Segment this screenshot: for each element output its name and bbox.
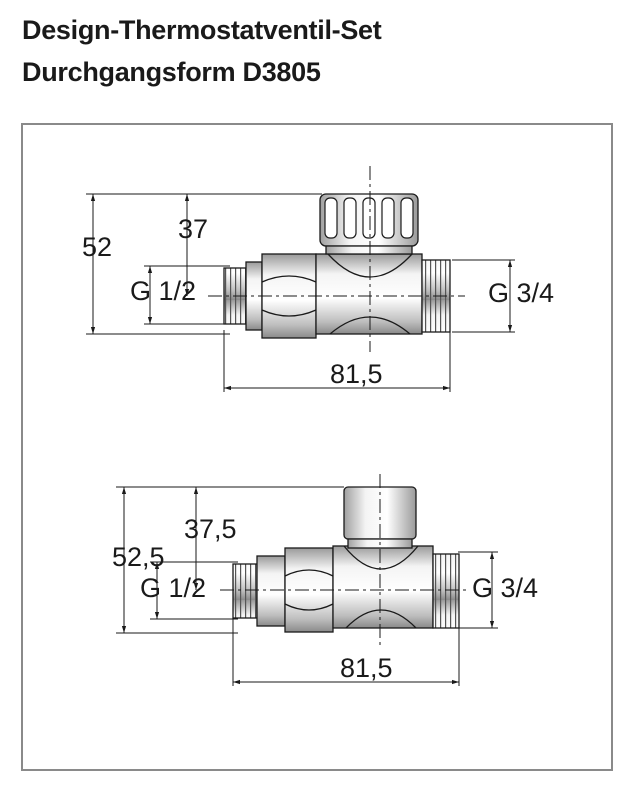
head-collar (325, 245, 413, 255)
dim-length: 81,5 (330, 359, 383, 389)
dim-thread-left: G 1/2 (130, 276, 196, 306)
dim-height-axis: 37 (178, 214, 208, 244)
thread-right (432, 553, 460, 629)
dim-thread-right: G 3/4 (488, 278, 554, 308)
dim-thread-right: G 3/4 (472, 573, 538, 603)
body-curve (345, 609, 417, 629)
hex-nut-edges (284, 569, 334, 611)
valve-drawing-bottom: 52,5 37,5 G 1/2 G 3/4 81,5 (112, 474, 538, 686)
head-ribs (324, 197, 414, 239)
dim-height-axis: 37,5 (184, 514, 237, 544)
dim-length: 81,5 (340, 653, 393, 683)
dim-height-total: 52 (82, 232, 112, 262)
thread-left (232, 563, 258, 619)
valve-drawing-top: 52 37 G 1/2 G 3/4 81,5 (82, 166, 554, 392)
page-subtitle: Durchgangsform D3805 (22, 57, 321, 87)
valve-body (315, 253, 423, 335)
page-title: Design-Thermostatventil-Set (22, 15, 382, 45)
dim-thread-left: G 1/2 (140, 573, 206, 603)
valve-body (332, 545, 434, 629)
drawing-frame (21, 123, 613, 771)
hex-nut-edges (261, 275, 317, 317)
body-curve (343, 545, 419, 570)
coupling-ring (256, 555, 286, 627)
